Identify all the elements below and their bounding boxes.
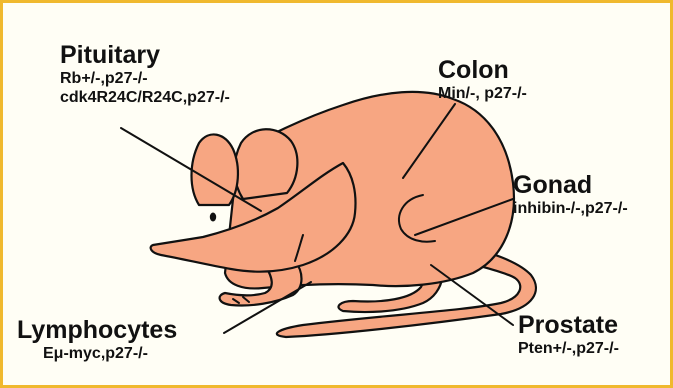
pituitary-genotype-1: Rb+/-,p27-/- [60,69,230,88]
pituitary-genotype-2: cdk4R24C/R24C,p27-/- [60,88,230,107]
lymphocytes-genotype: Eμ-myc,p27-/- [17,344,177,363]
prostate-genotype: Pten+/-,p27-/- [518,339,619,358]
lymphocytes-label-group: Lymphocytes Eμ-myc,p27-/- [17,316,177,363]
colon-title: Colon [438,56,527,84]
colon-label-group: Colon Min/-, p27-/- [438,56,527,103]
gonad-genotype: inhibin-/-,p27-/- [513,199,628,218]
prostate-title: Prostate [518,311,619,339]
pituitary-label-group: Pituitary Rb+/-,p27-/- cdk4R24C/R24C,p27… [60,41,230,107]
mouse-eye [210,213,216,222]
mouse-ear-back [234,129,297,199]
gonad-title: Gonad [513,171,628,199]
colon-genotype: Min/-, p27-/- [438,84,527,103]
gonad-label-group: Gonad inhibin-/-,p27-/- [513,171,628,218]
mouse-ear-front [192,134,238,205]
pituitary-title: Pituitary [60,41,230,69]
prostate-label-group: Prostate Pten+/-,p27-/- [518,311,619,358]
lymphocytes-title: Lymphocytes [17,316,177,344]
